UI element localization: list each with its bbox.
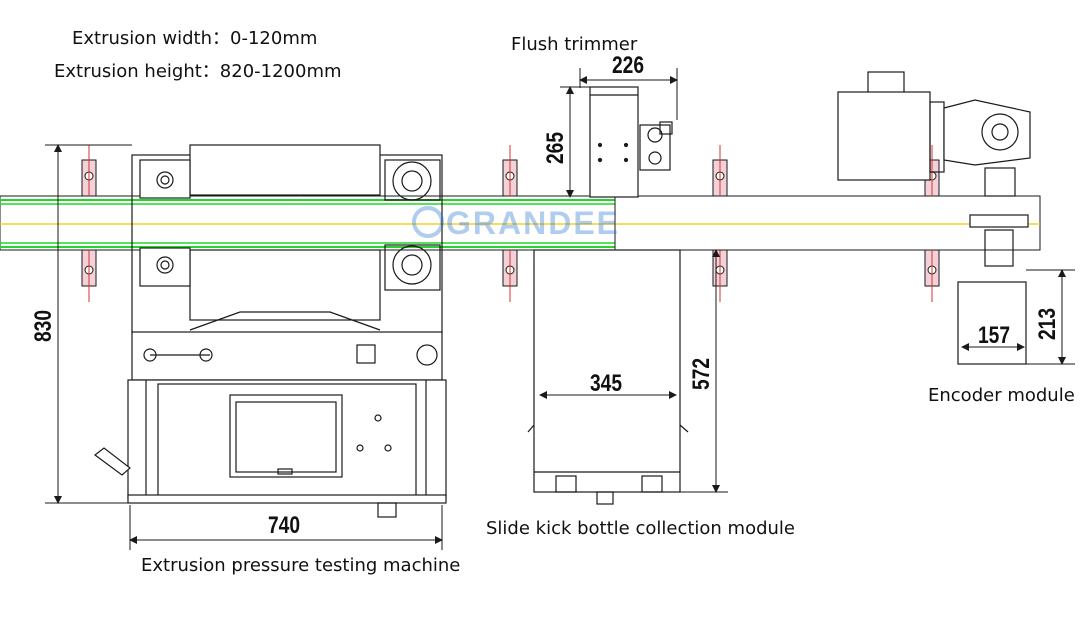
encoder-module <box>837 71 1031 365</box>
guide-post <box>924 249 940 302</box>
pressure-machine-label: Extrusion pressure testing machine <box>141 555 461 576</box>
machine-width-dimension: 740 <box>268 512 301 539</box>
watermark-text: GRANDEE <box>446 205 620 241</box>
extrusion-height-spec: Extrusion height：820-1200mm <box>54 61 342 82</box>
pressure-testing-machine <box>94 144 447 518</box>
extrusion-width-spec: Extrusion width：0-120mm <box>72 28 318 49</box>
flush-trimmer-label: Flush trimmer <box>511 34 638 55</box>
collection-module <box>527 249 689 505</box>
encoder-height-dimension: 213 <box>1034 307 1061 340</box>
conveyor <box>0 195 1041 251</box>
trimmer-height-dimension: 265 <box>542 131 569 164</box>
guide-post <box>712 145 728 197</box>
flush-trimmer <box>589 86 673 198</box>
encoder-module-label: Encoder module <box>928 385 1075 406</box>
collection-height-dimension: 572 <box>688 357 715 390</box>
guide-post <box>81 249 97 302</box>
encoder-width-dimension: 157 <box>978 322 1011 349</box>
collection-module-label: Slide kick bottle collection module <box>486 518 796 539</box>
grandee-watermark: GRANDEE <box>412 205 620 241</box>
collection-width-dimension: 345 <box>590 370 623 397</box>
guide-post <box>81 145 97 197</box>
machine-height-dimension: 830 <box>30 309 57 342</box>
dimension-lines <box>45 68 1075 550</box>
guide-post <box>712 249 728 302</box>
trimmer-width-dimension: 226 <box>612 52 645 79</box>
guide-post <box>502 145 518 197</box>
guide-post <box>502 249 518 302</box>
